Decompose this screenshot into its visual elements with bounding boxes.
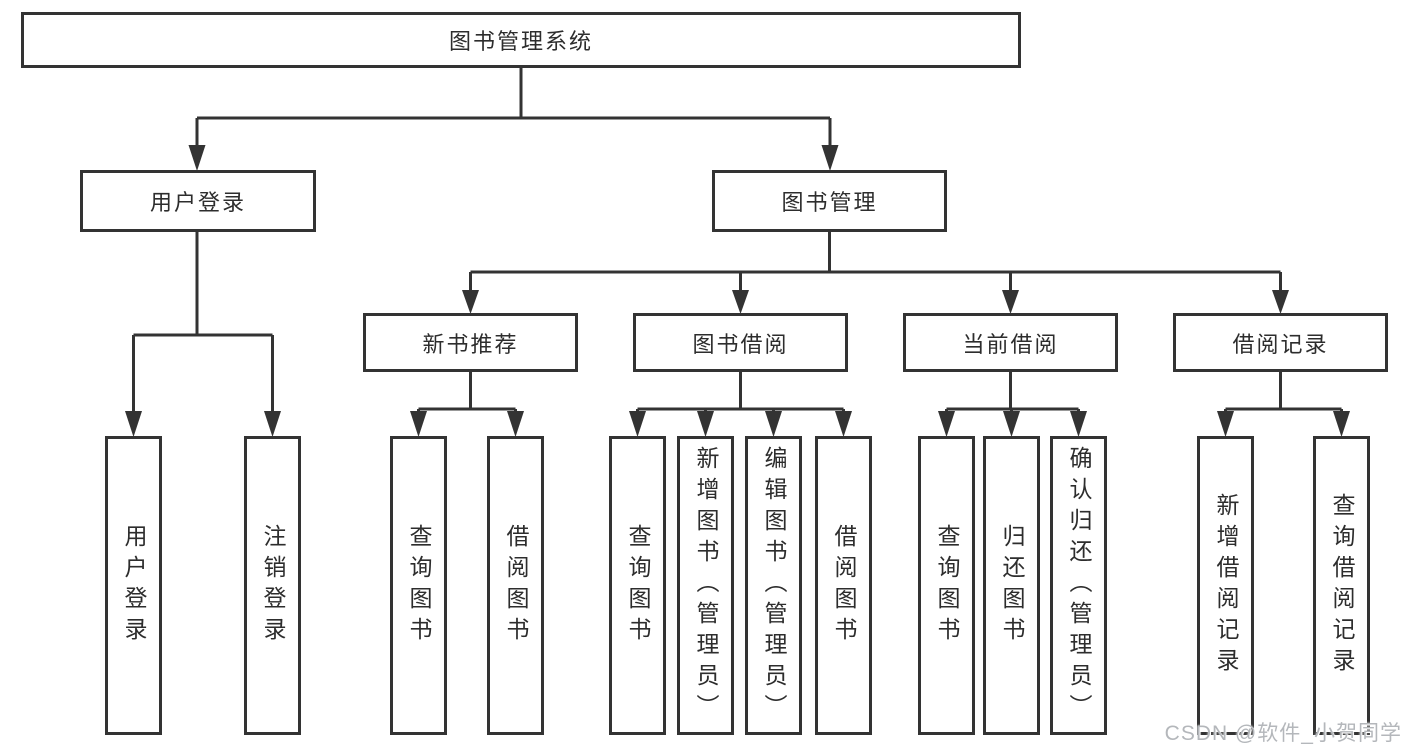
leaf-return-book: 归还图书 — [983, 436, 1040, 735]
leaf-query-borrow-record-label: 查询借阅记录 — [1329, 492, 1355, 679]
leaf-query-borrow-record: 查询借阅记录 — [1313, 436, 1370, 735]
leaf-borrow-books-recommend-label: 借阅图书 — [503, 523, 529, 648]
leaf-borrow-books-recommend: 借阅图书 — [487, 436, 544, 735]
node-book-borrowing: 图书借阅 — [633, 313, 848, 372]
node-root: 图书管理系统 — [21, 12, 1021, 68]
arrowheads — [125, 145, 1350, 437]
leaf-edit-book-admin: 编辑图书（管理员） — [745, 436, 802, 735]
leaf-return-book-label: 归还图书 — [999, 523, 1025, 648]
leaf-borrow-books-borrowing: 借阅图书 — [815, 436, 872, 735]
leaf-add-borrow-record: 新增借阅记录 — [1197, 436, 1254, 735]
node-current-borrowing: 当前借阅 — [903, 313, 1118, 372]
node-new-book-recommend: 新书推荐 — [363, 313, 578, 372]
leaf-query-books-recommend-label: 查询图书 — [406, 523, 432, 648]
leaf-edit-book-admin-label: 编辑图书（管理员） — [761, 446, 787, 725]
leaf-borrow-books-borrowing-label: 借阅图书 — [831, 523, 857, 648]
leaf-add-book-admin-label: 新增图书（管理员） — [693, 446, 719, 725]
leaf-user-login-label: 用户登录 — [121, 523, 147, 648]
leaf-add-borrow-record-label: 新增借阅记录 — [1213, 492, 1239, 679]
csdn-watermark: CSDN @软件_小贺同学 — [1164, 722, 1402, 745]
node-book-management: 图书管理 — [712, 170, 947, 232]
leaf-logout-label: 注销登录 — [260, 523, 286, 648]
leaf-add-book-admin: 新增图书（管理员） — [677, 436, 734, 735]
leaf-query-books-recommend: 查询图书 — [390, 436, 447, 735]
leaf-confirm-return-admin: 确认归还（管理员） — [1050, 436, 1107, 735]
leaf-query-books-current: 查询图书 — [918, 436, 975, 735]
leaf-query-books-borrowing-label: 查询图书 — [625, 523, 651, 648]
node-borrowing-records: 借阅记录 — [1173, 313, 1388, 372]
leaf-logout: 注销登录 — [244, 436, 301, 735]
leaf-confirm-return-admin-label: 确认归还（管理员） — [1066, 446, 1092, 725]
node-user-login: 用户登录 — [80, 170, 316, 232]
leaf-user-login: 用户登录 — [105, 436, 162, 735]
leaf-query-books-borrowing: 查询图书 — [609, 436, 666, 735]
leaf-query-books-current-label: 查询图书 — [934, 523, 960, 648]
